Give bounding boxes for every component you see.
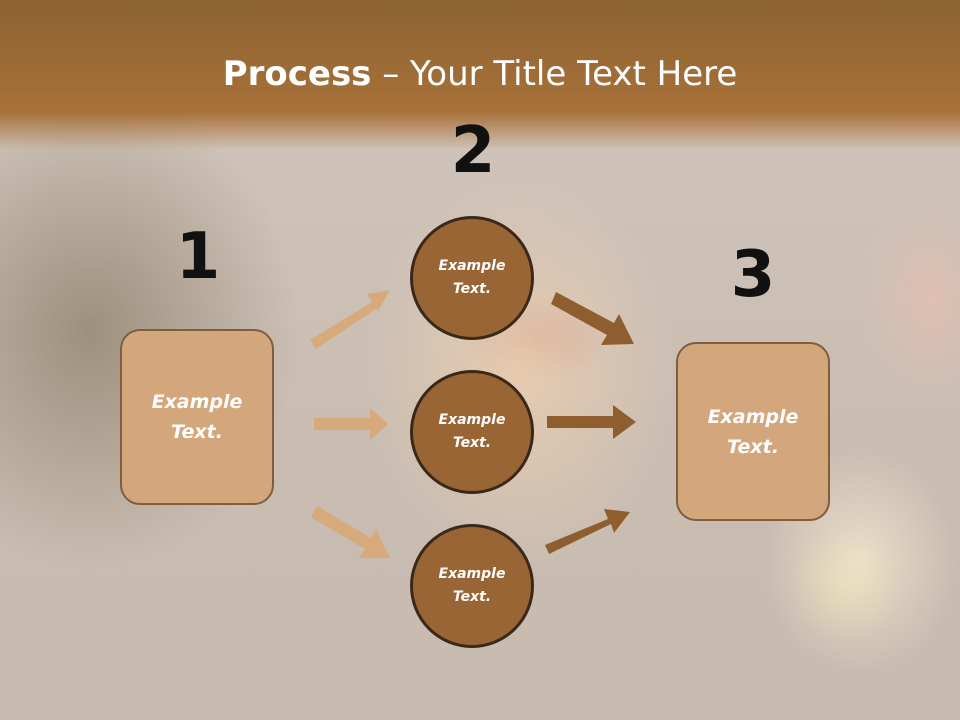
arrow-left-to-middle [314,408,388,440]
circle-node-top: Example Text. [410,216,534,340]
arrow-left-to-top [310,290,390,349]
arrow-top-to-right [551,292,634,345]
arrow-left-to-bottom [311,506,390,558]
step-number-1: 1 [175,220,221,294]
arrow-bottom-to-right [545,509,630,554]
title-bold: Process [222,54,372,94]
arrow-middle-to-right [547,405,636,439]
right-process-box: Example Text. [676,342,830,521]
title-rest: – Your Title Text Here [371,54,738,94]
slide-title: Process – Your Title Text Here [0,52,960,96]
circle-node-bottom: Example Text. [410,524,534,648]
step-number-3: 3 [730,238,776,312]
circle-node-middle: Example Text. [410,370,534,494]
step-number-2: 2 [450,114,496,188]
title-bar [0,0,960,150]
left-process-box: Example Text. [120,329,274,505]
